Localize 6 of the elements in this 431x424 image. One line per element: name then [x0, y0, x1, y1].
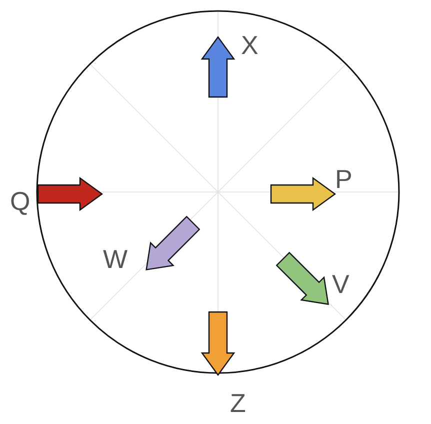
direction-label: Z	[230, 390, 246, 416]
direction-label: X	[241, 32, 258, 58]
direction-label: P	[335, 166, 352, 192]
direction-label: Q	[10, 188, 30, 214]
direction-label: V	[332, 271, 350, 297]
direction-label: W	[103, 246, 128, 272]
